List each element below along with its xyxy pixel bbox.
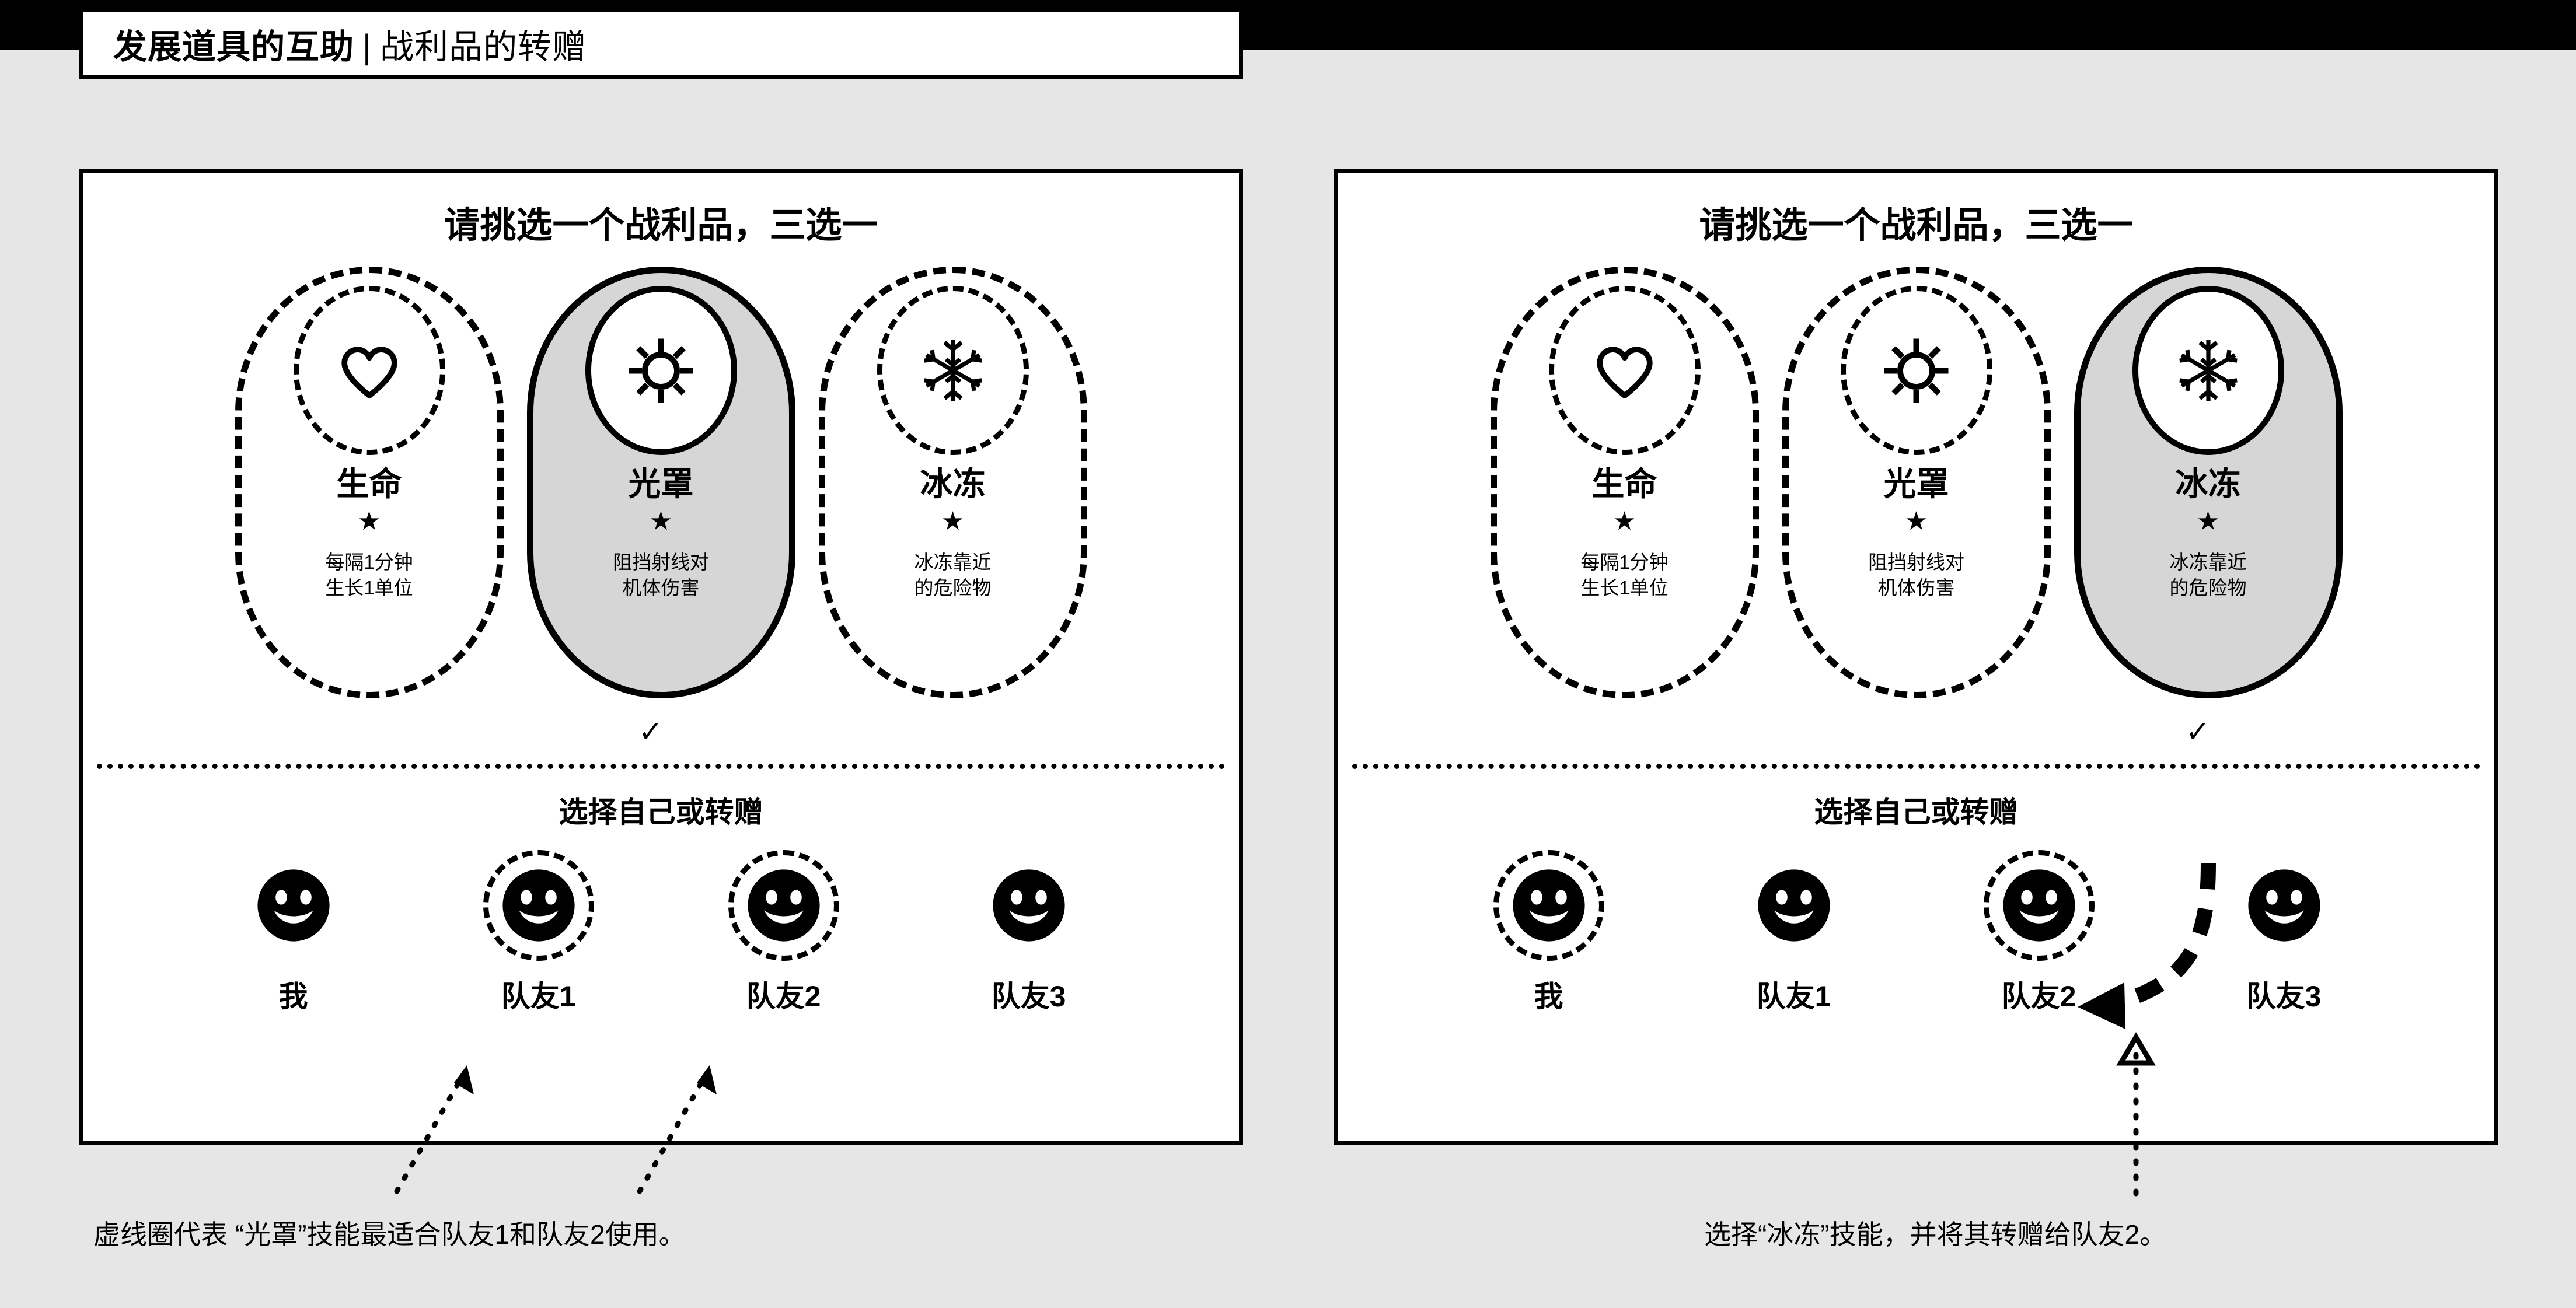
loot-card-name: 光罩 [1883, 466, 1949, 502]
snowflake-icon [2132, 286, 2284, 455]
person-label: 队友3 [991, 980, 1066, 1013]
loot-card-rarity: ★ [941, 507, 965, 536]
person-teammate-1[interactable]: 队友1 [1706, 850, 1882, 1083]
loot-card-desc-line2: 生长1单位 [325, 576, 413, 599]
page-title-light: 战利品的转赠 [380, 28, 587, 66]
loot-card-desc-line2: 的危险物 [2169, 576, 2247, 599]
loot-card-name: 冰冻 [2175, 466, 2241, 502]
loot-card-desc: 阻挡射线对机体伤害 [1868, 550, 1964, 600]
panel-left-heading: 请挑选一个战利品，三选一 [444, 205, 878, 246]
loot-card-desc: 每隔1分钟生长1单位 [325, 550, 413, 600]
loot-card-freeze[interactable]: 冰冻 ★ 冰冻靠近的危险物 [818, 267, 1087, 698]
selection-checkmark: ✓ [2186, 715, 2210, 748]
smiley-icon [1983, 850, 2095, 961]
person-label: 我 [278, 980, 308, 1013]
loot-card-desc: 阻挡射线对机体伤害 [613, 550, 709, 600]
panel-right: 请挑选一个战利品，三选一 生命 ★ 每隔1分钟生长1单位 [1334, 169, 2498, 1145]
selection-checkmark: ✓ [638, 715, 663, 748]
page-title-separator: | [362, 28, 372, 66]
smiley-icon [1493, 850, 1604, 961]
loot-card-desc-line2: 的危险物 [914, 576, 992, 599]
loot-card-shield[interactable]: 光罩 ★ 阻挡射线对机体伤害 [1782, 267, 2051, 698]
panel-left-people-list: 我 队友1 队友2 队友3 [83, 850, 1239, 1083]
loot-card-rarity: ★ [357, 507, 381, 536]
panel-right-people-list: 我 队友1 队友2 队友3 [1338, 850, 2494, 1083]
panel-left-card-list: 生命 ★ 每隔1分钟生长1单位 光罩 ★ 阻挡射线对机体伤害 [83, 267, 1239, 710]
person-teammate-1[interactable]: 队友1 [451, 850, 626, 1083]
person-label: 队友3 [2246, 980, 2322, 1013]
person-label: 队友1 [501, 980, 576, 1013]
title-bar: 发展道具的互助|战利品的转赠 [79, 8, 1243, 79]
smiley-icon [483, 850, 594, 961]
loot-card-name: 生命 [1591, 466, 1657, 502]
loot-card-desc-line2: 生长1单位 [1580, 576, 1669, 599]
loot-card-rarity: ★ [1612, 507, 1636, 536]
loot-card-name: 生命 [336, 466, 402, 502]
loot-card-desc-line1: 阻挡射线对 [613, 551, 709, 573]
person-label: 队友1 [1756, 980, 1831, 1013]
person-teammate-2[interactable]: 队友2 [696, 850, 871, 1083]
smiley-icon [2229, 850, 2340, 961]
loot-card-desc-line1: 阻挡射线对 [1868, 551, 1964, 573]
person-label: 队友2 [746, 980, 821, 1013]
caption-right: 选择“冰冻”技能，并将其转赠给队友2。 [1704, 1219, 2167, 1250]
loot-card-shield[interactable]: 光罩 ★ 阻挡射线对机体伤害 [526, 267, 795, 698]
loot-card-desc: 冰冻靠近的危险物 [914, 550, 992, 600]
panel-left-divider [97, 764, 1225, 769]
person-teammate-3[interactable]: 队友3 [941, 850, 1116, 1083]
panel-right-divider [1352, 764, 2480, 769]
caption-left: 虚线圈代表 “光罩”技能最适合队友1和队友2使用。 [93, 1219, 686, 1250]
panel-right-card-list: 生命 ★ 每隔1分钟生长1单位 光罩 ★ 阻挡射线对机体伤害 [1338, 267, 2494, 710]
smiley-icon [238, 850, 349, 961]
smiley-icon [1739, 850, 1849, 961]
smiley-icon [973, 850, 1084, 961]
loot-card-life[interactable]: 生命 ★ 每隔1分钟生长1单位 [235, 267, 504, 698]
loot-card-rarity: ★ [2196, 507, 2220, 536]
loot-card-desc-line1: 每隔1分钟 [1580, 551, 1669, 573]
loot-card-desc-line2: 机体伤害 [1877, 576, 1955, 599]
panel-left-share-heading: 选择自己或转赠 [559, 796, 763, 828]
shield-light-icon [585, 286, 737, 455]
panel-left: 请挑选一个战利品，三选一 生命 ★ 每隔1分钟生长1单位 [79, 169, 1243, 1145]
loot-card-name: 冰冻 [920, 466, 986, 502]
shield-light-icon [1840, 286, 1992, 455]
smiley-icon [728, 850, 839, 961]
loot-card-freeze[interactable]: 冰冻 ★ 冰冻靠近的危险物 [2074, 267, 2343, 698]
person-me[interactable]: 我 [1461, 850, 1636, 1083]
heart-icon [1548, 286, 1701, 455]
panel-right-heading: 请挑选一个战利品，三选一 [1699, 205, 2134, 246]
panel-right-share-heading: 选择自己或转赠 [1814, 796, 2019, 828]
person-teammate-3[interactable]: 队友3 [2197, 850, 2372, 1083]
loot-card-life[interactable]: 生命 ★ 每隔1分钟生长1单位 [1490, 267, 1759, 698]
person-teammate-2[interactable]: 队友2 [1952, 850, 2127, 1083]
loot-card-desc: 每隔1分钟生长1单位 [1580, 550, 1668, 600]
loot-card-desc-line1: 冰冻靠近 [2169, 551, 2247, 573]
page-title: 发展道具的互助|战利品的转赠 [83, 19, 587, 68]
page-title-bold: 发展道具的互助 [113, 28, 355, 66]
loot-card-rarity: ★ [1904, 507, 1928, 536]
loot-card-desc: 冰冻靠近的危险物 [2170, 550, 2247, 600]
snowflake-icon [877, 286, 1029, 455]
person-label: 队友2 [2001, 980, 2076, 1013]
loot-card-desc-line2: 机体伤害 [622, 576, 700, 599]
person-me[interactable]: 我 [206, 850, 381, 1083]
loot-card-name: 光罩 [628, 466, 694, 502]
loot-card-rarity: ★ [649, 507, 673, 536]
person-label: 我 [1534, 980, 1563, 1013]
loot-card-desc-line1: 冰冻靠近 [914, 551, 992, 573]
loot-card-desc-line1: 每隔1分钟 [325, 551, 413, 573]
heart-icon [293, 286, 445, 455]
